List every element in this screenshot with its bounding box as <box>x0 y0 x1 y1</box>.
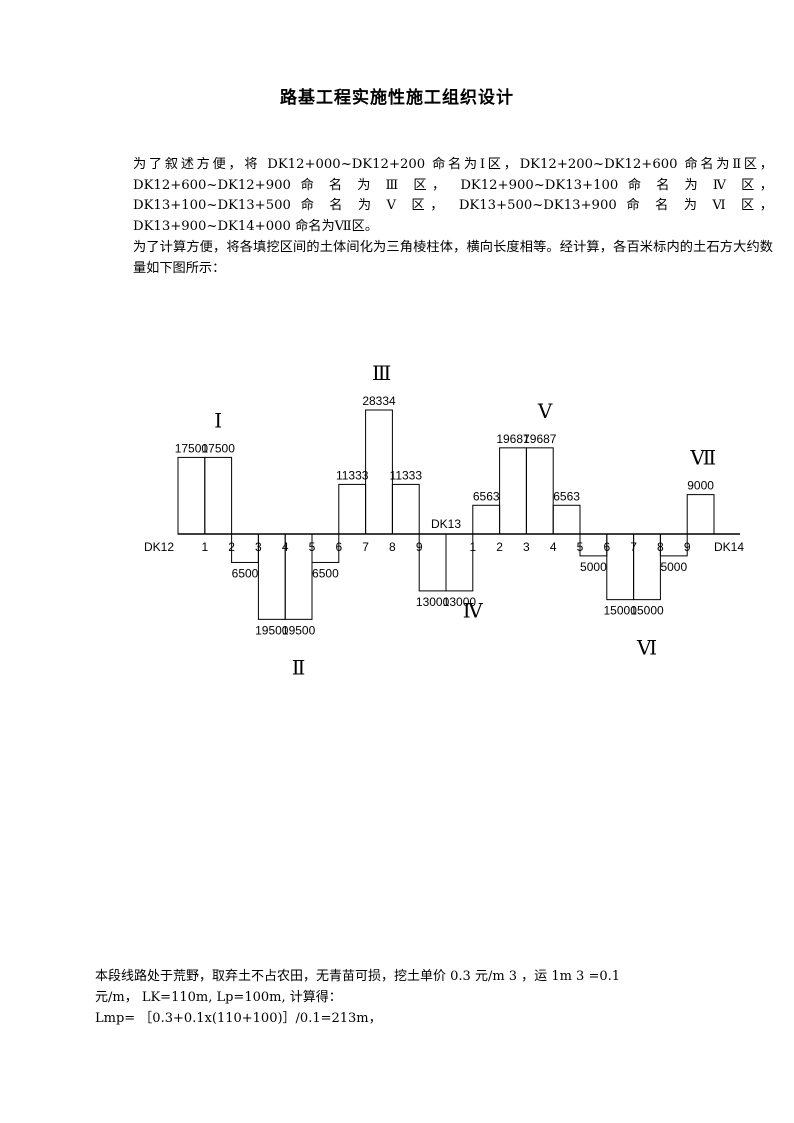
zone-label-3: Ⅲ <box>372 363 391 385</box>
volume-bar-20 <box>686 494 715 535</box>
volume-bar-10 <box>418 533 447 592</box>
station-tick-7: 7 <box>362 540 369 554</box>
volume-bar-12 <box>472 504 501 535</box>
zone-label-6: Ⅵ <box>636 638 657 660</box>
station-tick-11: 1 <box>469 540 476 554</box>
station-tick-1: 1 <box>201 540 208 554</box>
volume-bar-15 <box>552 504 581 535</box>
zone-label-5: Ⅴ <box>537 401 553 423</box>
midpoint-station-label: DK13 <box>431 517 461 531</box>
volume-label-2: 17500 <box>202 441 236 455</box>
volume-label-14: 19687 <box>523 432 557 446</box>
volume-label-8: 28334 <box>362 394 396 408</box>
volume-bar-14 <box>525 447 554 535</box>
volume-label-19: 5000 <box>660 560 687 574</box>
volume-bar-8 <box>365 409 393 535</box>
station-tick-13: 3 <box>523 540 530 554</box>
station-tick-14: 4 <box>550 540 557 554</box>
zone-label-4: Ⅳ <box>463 601 484 623</box>
volume-label-15: 6563 <box>553 489 580 503</box>
volume-label-17: 15000 <box>604 604 638 618</box>
station-tick-12: 2 <box>496 540 503 554</box>
volume-label-18: 15000 <box>630 604 664 618</box>
volume-bar-9 <box>391 483 420 535</box>
volume-bar-7 <box>338 483 367 535</box>
volume-label-16: 5000 <box>580 560 607 574</box>
station-tick-16: 6 <box>603 540 610 554</box>
calc-line-3: Lmp= ［0.3+0.1x(110+100)］/0.1=213m， <box>95 1011 382 1026</box>
volume-label-11: 13000 <box>443 595 477 609</box>
station-tick-0: DK12 <box>144 540 174 554</box>
station-tick-18: 8 <box>657 540 664 554</box>
station-tick-3: 3 <box>255 540 262 554</box>
earthwork-volume-diagram: 1750017500650019500195006500113332833411… <box>144 363 744 679</box>
paragraph-calculation-note: 为了计算方便，将各填挖区间的土体间化为三角棱柱体，横向长度相等。经计算，各百米标… <box>133 240 773 276</box>
station-tick-19: 9 <box>684 540 691 554</box>
volume-label-12: 6563 <box>473 489 500 503</box>
volume-label-3: 6500 <box>232 566 259 580</box>
volume-label-7: 11333 <box>336 468 369 482</box>
volume-label-20: 9000 <box>687 479 714 493</box>
calc-line-1: 本段线路处于荒野，取弃土不占农田，无青苗可损，挖土单价 0.3 元/m 3 ，运… <box>95 969 621 984</box>
document-title: 路基工程实施性施工组织设计 <box>280 88 514 108</box>
station-tick-17: 7 <box>630 540 637 554</box>
station-tick-20: DK14 <box>714 540 744 554</box>
station-tick-9: 9 <box>416 540 423 554</box>
zone-label-7: Ⅶ <box>689 448 716 470</box>
zone-label-2: Ⅱ <box>292 657 306 679</box>
volume-bar-13 <box>499 447 527 535</box>
volume-label-1: 17500 <box>175 441 209 455</box>
volume-label-4: 19500 <box>255 623 289 637</box>
volume-bar-2 <box>204 456 233 535</box>
paragraph-zone-definitions: 为了叙述方便，将 DK12+000~DK12+200 命名为Ⅰ区，DK12+20… <box>133 157 773 234</box>
station-tick-6: 6 <box>335 540 342 554</box>
volume-label-6: 6500 <box>312 566 339 580</box>
station-tick-4: 4 <box>282 540 289 554</box>
calc-line-2: 元/m， LK=110m, Lp=100m, 计算得： <box>95 990 342 1005</box>
zone-label-1: Ⅰ <box>214 410 222 432</box>
station-tick-2: 2 <box>228 540 235 554</box>
volume-label-5: 19500 <box>282 623 316 637</box>
volume-label-13: 19687 <box>496 432 530 446</box>
volume-bar-1 <box>177 456 206 535</box>
calculation-text: 本段线路处于荒野，取弃土不占农田，无青苗可损，挖土单价 0.3 元/m 3 ，运… <box>95 966 735 1029</box>
station-tick-5: 5 <box>309 540 316 554</box>
station-tick-15: 5 <box>577 540 584 554</box>
volume-label-9: 11333 <box>390 468 423 482</box>
volume-label-10: 13000 <box>416 595 450 609</box>
station-tick-8: 8 <box>389 540 396 554</box>
